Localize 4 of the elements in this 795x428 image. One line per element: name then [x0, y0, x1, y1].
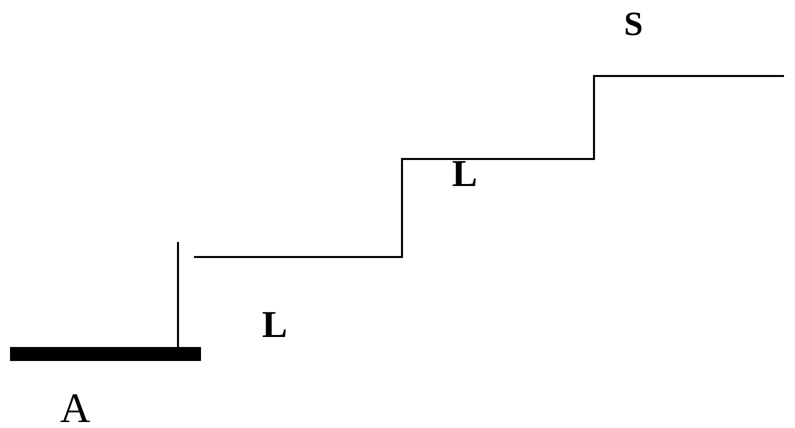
- text-label: L: [452, 155, 478, 193]
- text-label: L: [262, 306, 288, 344]
- text-label: A: [60, 388, 90, 428]
- text-label: S: [624, 8, 643, 42]
